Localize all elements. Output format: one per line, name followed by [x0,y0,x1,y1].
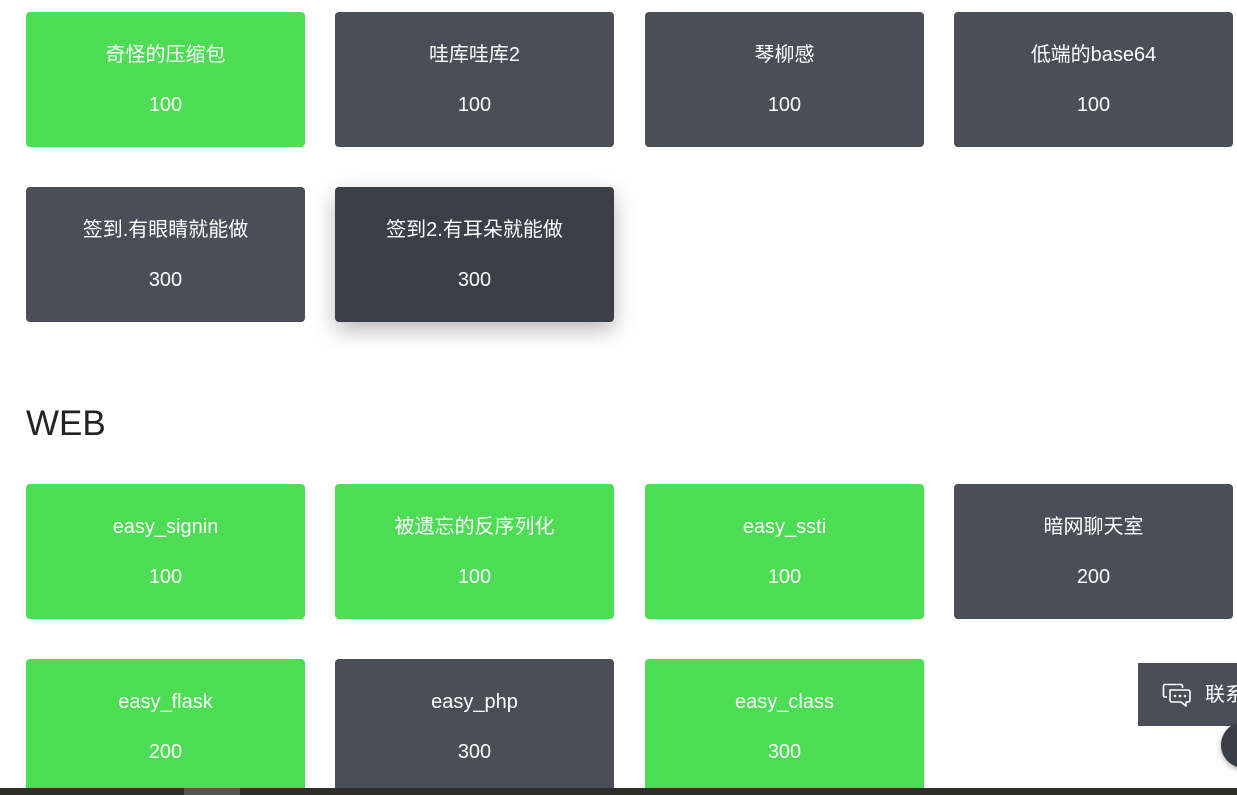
challenge-points: 200 [148,741,183,763]
challenge-name: 签到2.有耳朵就能做 [386,219,563,241]
challenge-card[interactable]: 被遗忘的反序列化 100 [335,484,614,619]
challenge-points: 300 [457,741,492,763]
challenge-points: 300 [148,269,183,291]
challenge-name: easy_php [431,691,518,713]
category-heading-web: WEB [26,404,106,443]
horizontal-scrollbar[interactable] [0,788,1237,795]
challenge-name: 暗网聊天室 [1043,516,1144,538]
challenge-points: 100 [148,566,183,588]
contact-label: 联系 [1205,684,1237,706]
challenge-card[interactable]: 琴柳感 100 [645,12,924,147]
back-to-top-button[interactable] [1221,722,1237,768]
challenge-points: 100 [457,566,492,588]
challenge-points: 200 [1076,566,1111,588]
challenge-name: 签到.有眼睛就能做 [82,219,249,241]
challenge-card[interactable]: 签到.有眼睛就能做 300 [26,187,305,322]
challenge-points: 300 [767,741,802,763]
chat-bubble-icon [1162,683,1191,707]
challenge-name: easy_class [735,691,834,713]
challenge-card[interactable]: 暗网聊天室 200 [954,484,1233,619]
challenge-card[interactable]: 签到2.有耳朵就能做 300 [335,187,614,322]
challenge-card[interactable]: easy_class 300 [645,659,924,794]
challenge-points: 300 [457,269,492,291]
challenge-name: easy_signin [112,516,219,538]
challenge-points: 100 [767,94,802,116]
challenge-name: 哇库哇库2 [428,44,521,66]
scrollbar-thumb[interactable] [184,788,240,795]
challenge-card[interactable]: easy_signin 100 [26,484,305,619]
challenge-name: 奇怪的压缩包 [105,44,226,66]
challenge-name: 被遗忘的反序列化 [394,516,555,538]
challenge-points: 100 [148,94,183,116]
challenge-card[interactable]: 奇怪的压缩包 100 [26,12,305,147]
challenge-card[interactable]: 低端的base64 100 [954,12,1233,147]
challenge-card[interactable]: 哇库哇库2 100 [335,12,614,147]
challenge-points: 100 [1076,94,1111,116]
challenge-points: 100 [457,94,492,116]
challenge-name: 低端的base64 [1030,44,1157,66]
challenge-name: 琴柳感 [754,44,815,66]
challenge-name: easy_ssti [742,516,827,538]
contact-widget[interactable]: 联系 [1138,663,1237,726]
challenge-name: easy_flask [118,691,213,713]
challenge-card[interactable]: easy_php 300 [335,659,614,794]
challenge-card[interactable]: easy_flask 200 [26,659,305,794]
challenge-card[interactable]: easy_ssti 100 [645,484,924,619]
challenge-points: 100 [767,566,802,588]
